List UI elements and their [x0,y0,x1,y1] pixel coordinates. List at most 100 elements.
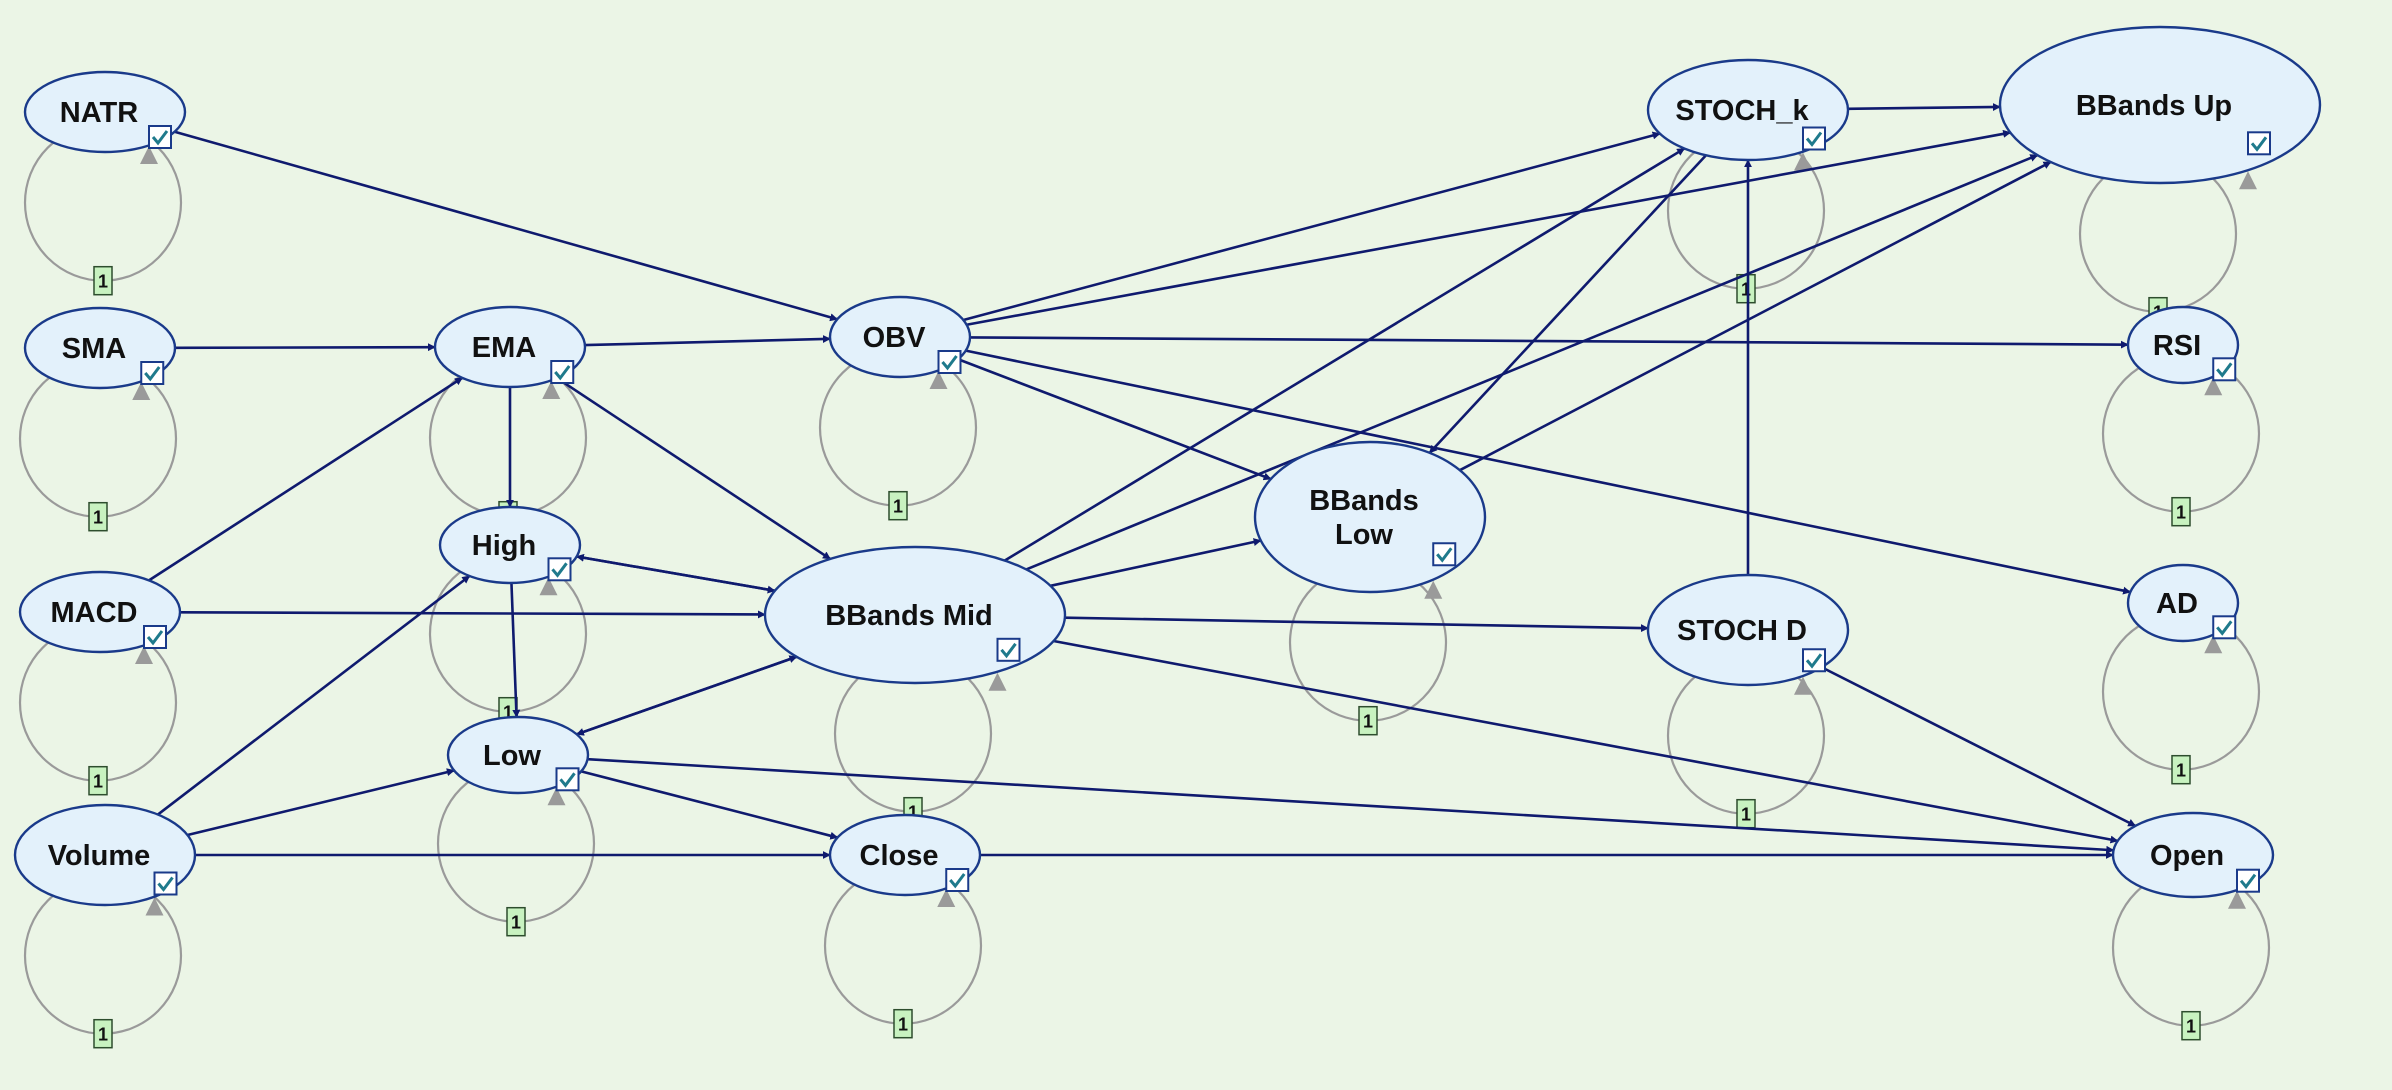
node-ema[interactable]: EMA [433,305,587,389]
node-macd[interactable]: MACD [18,570,182,654]
loop-arrowhead [542,381,561,399]
edge-low-bbmid [576,655,798,736]
loop-badge [893,1008,913,1039]
loop-badge-label: 1 [98,272,108,292]
node-label: NATR [60,97,138,129]
node-sma[interactable]: SMA [23,306,177,390]
edge-obv-bbup [966,129,2012,327]
checkbox-icon[interactable] [2212,615,2237,640]
node-rsi[interactable]: RSI [2126,305,2240,385]
node-label: EMA [472,332,537,364]
node-label: MACD [51,597,138,629]
checkbox-icon[interactable] [2212,357,2237,382]
edge-low-open [587,757,2115,854]
loop-badge-label: 1 [98,1025,108,1045]
checkbox-icon[interactable] [1432,542,1457,567]
loop-badge-label: 1 [2186,1017,2196,1037]
loop-badge [88,765,108,796]
edge-volume-high [157,574,471,816]
node-label: RSI [2153,330,2201,362]
checkbox-icon[interactable] [1802,126,1826,151]
loop-badge [2171,496,2191,527]
node-label: AD [2156,588,2198,620]
edge-obv-stochk [963,131,1661,322]
loop-badge [93,265,113,296]
edge-stochk-bbup [1847,103,2001,112]
edge-obv-rsi [969,336,2129,349]
loop-arrowhead [140,146,158,164]
loop-badge [93,1018,113,1049]
node-label: Low [483,740,541,772]
edge-stochd-open [1821,666,2137,828]
loop-arrowhead [929,371,948,389]
edge-low-close [580,770,839,840]
edge-bbmid-stochk [1004,147,1686,562]
node-bbup[interactable]: BBands Up [1998,25,2322,185]
edge-ema-bbmid [556,377,831,560]
node-label: OBV [863,322,927,354]
loop-arrowhead [1794,152,1812,171]
node-label: Open [2150,840,2224,872]
loop-arrowhead [539,577,558,596]
loop-badge-label: 1 [893,497,903,517]
node-volume[interactable]: Volume [13,803,197,907]
checkbox-icon[interactable] [153,871,178,896]
node-label: BBands Mid [825,600,993,632]
loop-badge-label: 1 [1363,712,1373,732]
node-high[interactable]: High [438,505,582,585]
loop-arrowhead [937,889,956,907]
edge-bbmid-bblow [1050,538,1262,588]
edge-bbmid-bbup [1025,153,2039,571]
edge-bblow-bbup [1459,160,2052,472]
node-label: High [472,530,536,562]
node-obv[interactable]: OBV [828,295,972,379]
loop-arrowhead [1424,580,1443,599]
checkbox-icon[interactable] [547,557,572,582]
checkbox-icon[interactable] [555,767,580,792]
loop-badge-label: 1 [1741,805,1751,825]
checkbox-icon[interactable] [996,637,1021,662]
checkbox-icon[interactable] [945,868,970,892]
edge-bbmid-stochd [1064,616,1649,633]
node-natr[interactable]: NATR [23,70,187,154]
edge-ema-obv [584,334,831,347]
loop-badge-label: 1 [908,803,918,823]
checkbox-icon[interactable] [2236,868,2260,893]
node-label: BBands Up [2076,90,2232,122]
node-open[interactable]: Open [2111,811,2275,899]
checkbox-icon[interactable] [937,350,962,374]
loop-badge [2171,754,2191,785]
checkbox-icon[interactable] [550,360,575,384]
loop-arrowhead [135,646,153,664]
edge-bbmid-high [575,553,776,593]
checkbox-icon[interactable] [148,125,172,149]
loop-arrowhead [2228,890,2246,909]
loop-badge-label: 1 [93,772,103,792]
node-low[interactable]: Low [446,715,590,795]
checkbox-icon[interactable] [1802,648,1826,673]
node-bbmid[interactable]: BBands Mid [763,545,1067,685]
loop-badge-label: 1 [503,703,513,723]
node-stochd[interactable]: STOCH D [1646,573,1850,687]
loop-badge-label: 1 [1741,280,1751,300]
checkbox-icon[interactable] [143,625,167,649]
loop-badge-label: 1 [2176,503,2186,523]
loop-arrowhead [1794,676,1812,695]
loop-arrowhead [145,897,164,916]
edge-obv-ad [965,349,2132,595]
loop-arrowhead [2204,635,2223,654]
checkbox-icon[interactable] [140,361,165,385]
node-ad[interactable]: AD [2126,563,2240,643]
checkbox-icon[interactable] [2247,131,2271,156]
loop-arrowhead [988,672,1007,691]
loop-arrowhead [547,787,566,806]
node-close[interactable]: Close [828,813,982,897]
loop-badge-label: 1 [511,913,521,933]
loop-badge [88,501,108,532]
edge-macd-ema [148,376,463,582]
node-label: SMA [62,333,127,365]
node-stochk[interactable]: STOCH_k [1646,58,1850,162]
loop-badge [2181,1010,2201,1041]
